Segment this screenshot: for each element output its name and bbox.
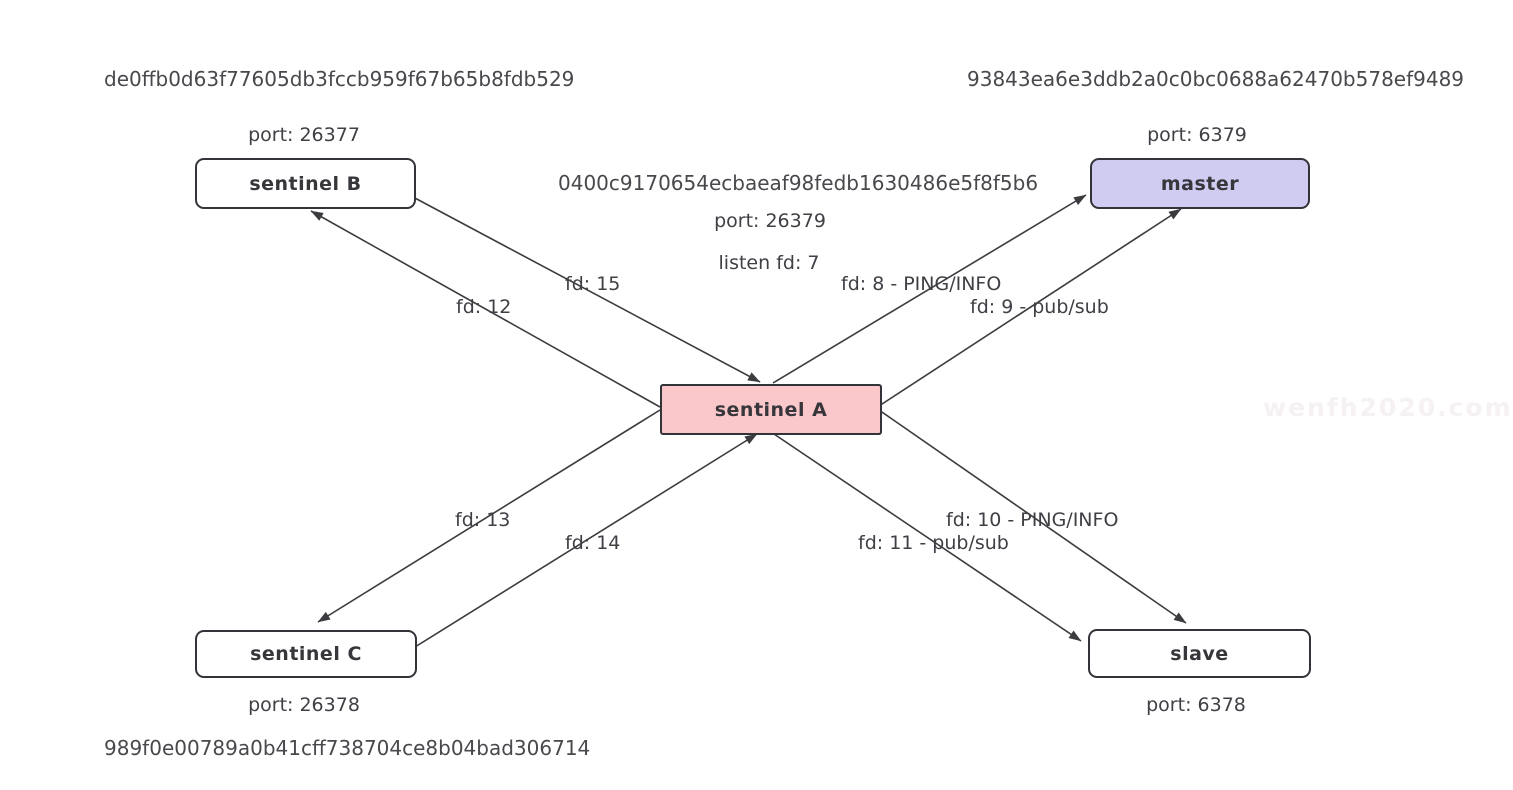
slave-port: port: 6378 xyxy=(1146,694,1246,716)
node-slave: slave xyxy=(1088,629,1311,678)
node-sentinel-b: sentinel B xyxy=(195,158,416,209)
node-master: master xyxy=(1090,158,1310,209)
edge-a-to-master-fd9 xyxy=(878,208,1182,407)
sentinel-c-port: port: 26378 xyxy=(248,694,360,716)
sentinel-b-label: sentinel B xyxy=(249,172,362,195)
sentinel-b-port: port: 26377 xyxy=(248,124,360,146)
master-port: port: 6379 xyxy=(1147,124,1247,146)
edge-a-to-master-fd8 xyxy=(772,194,1087,384)
edge-label-fd15: fd: 15 xyxy=(565,273,621,295)
edge-a-to-c-fd13 xyxy=(317,409,661,623)
master-label: master xyxy=(1160,172,1240,195)
master-runid: 93843ea6e3ddb2a0c0bc0688a62470b578ef9489 xyxy=(967,67,1465,91)
sentinel-a-runid: 0400c9170654ecbaeaf98fedb1630486e5f8f5b6 xyxy=(558,171,1039,195)
edge-label-fd9: fd: 9 - pub/sub xyxy=(970,296,1109,318)
sentinel-b-runid: de0ffb0d63f77605db3fccb959f67b65b8fdb529 xyxy=(104,67,575,91)
slave-label: slave xyxy=(1170,642,1229,665)
sentinel-a-listen-fd: listen fd: 7 xyxy=(718,252,820,274)
node-sentinel-c: sentinel C xyxy=(195,630,417,678)
edge-label-fd12: fd: 12 xyxy=(456,296,512,318)
edge-a-to-slave-fd11 xyxy=(770,431,1082,642)
edge-label-fd10: fd: 10 - PING/INFO xyxy=(946,509,1119,531)
edge-label-fd8: fd: 8 - PING/INFO xyxy=(841,273,1002,295)
sentinel-c-runid: 989f0e00789a0b41cff738704ce8b04bad306714 xyxy=(104,736,591,760)
edge-label-fd14: fd: 14 xyxy=(565,532,621,554)
sentinel-a-label: sentinel A xyxy=(714,398,828,421)
edge-a-to-b-fd12 xyxy=(310,210,661,408)
edge-a-to-slave-fd10 xyxy=(878,409,1187,624)
sentinel-a-port: port: 26379 xyxy=(714,210,826,232)
edge-label-fd13: fd: 13 xyxy=(455,509,511,531)
edge-label-fd11: fd: 11 - pub/sub xyxy=(858,532,1009,554)
edge-c-to-a-fd14 xyxy=(414,433,758,648)
edge-b-to-a-fd15 xyxy=(412,196,761,383)
sentinel-c-label: sentinel C xyxy=(250,643,362,665)
watermark: wenfh2020.com xyxy=(1263,393,1513,422)
node-sentinel-a: sentinel A xyxy=(660,384,882,435)
